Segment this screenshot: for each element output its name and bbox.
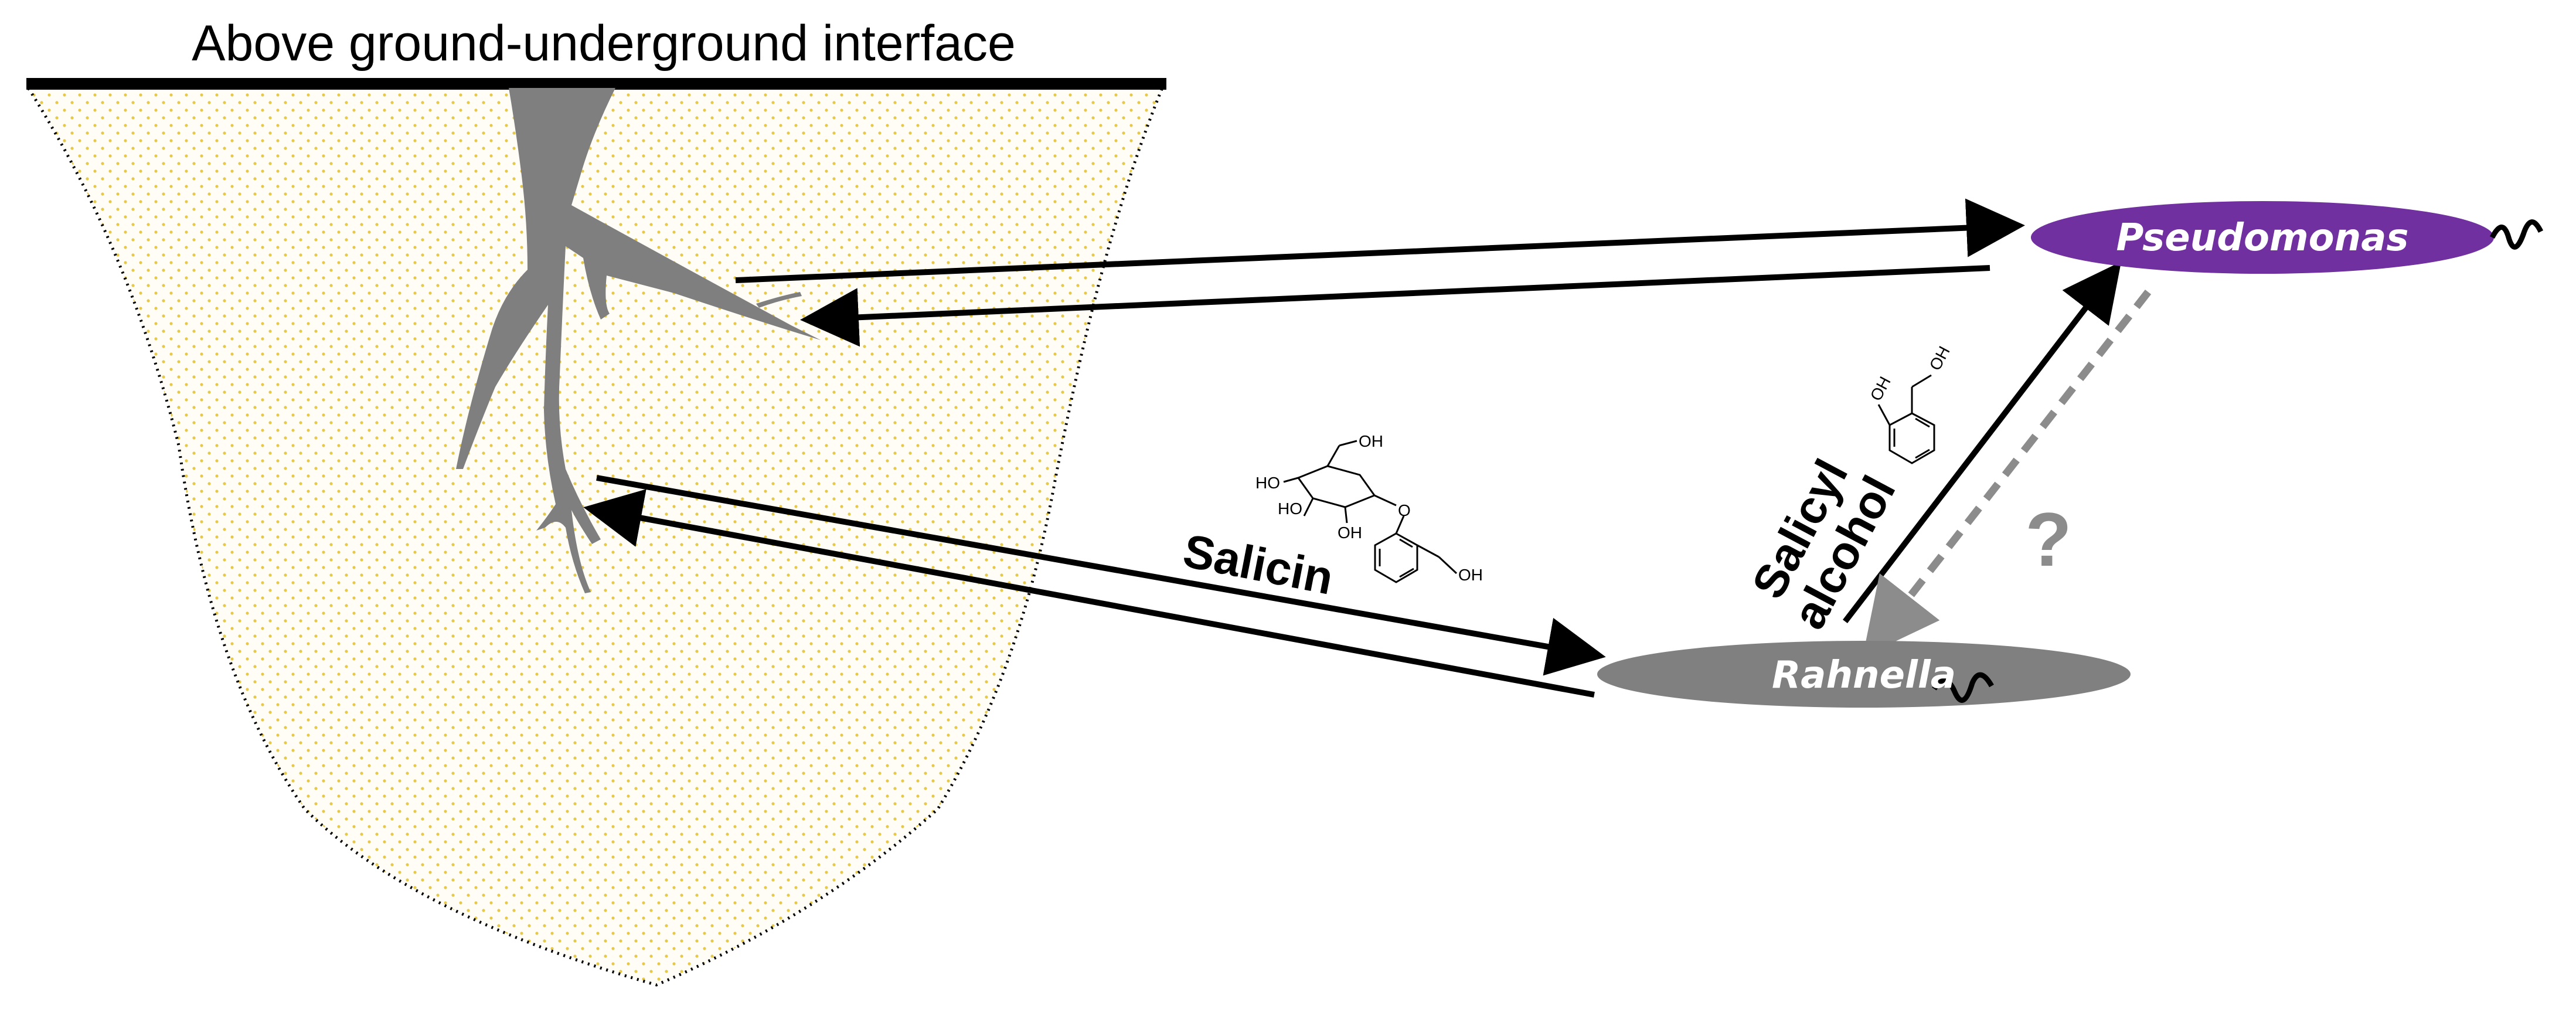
salicyl-alcohol-label: Salicyl alcohol <box>1742 451 1905 637</box>
svg-text:OH: OH <box>1926 343 1954 373</box>
plant-root <box>456 88 821 593</box>
arrow-root-to-rahnella <box>596 475 1606 676</box>
arrow-rahnella-to-root <box>583 489 1595 698</box>
interface-title: Above ground-underground interface <box>192 15 1016 72</box>
salicin-structure-icon <box>1283 440 1458 583</box>
svg-text:HO: HO <box>1278 499 1302 518</box>
dashed-arrow-pseudomonas-to-rahnella <box>1862 289 2152 657</box>
arrow-root-to-pseudomonas <box>735 198 2025 283</box>
arrow-rahnella-to-pseudomonas <box>1843 261 2122 624</box>
rahnella-cell: Rahnella <box>1597 641 2131 708</box>
salicyl-alcohol-atom-labels: OH OH <box>1867 343 1954 403</box>
pseudomonas-cell: Pseudomonas <box>2031 201 2544 274</box>
svg-text:OH: OH <box>1359 432 1383 450</box>
svg-text:OH: OH <box>1338 524 1362 542</box>
pseudomonas-label: Pseudomonas <box>2116 216 2409 260</box>
svg-text:O: O <box>1398 501 1411 519</box>
svg-text:OH: OH <box>1867 373 1894 404</box>
arrow-pseudomonas-to-root <box>800 265 1990 347</box>
rahnella-label: Rahnella <box>1772 654 1956 697</box>
unknown-interaction-question-mark: ? <box>2025 497 2071 582</box>
salicyl-alcohol-structure-icon <box>1877 374 1935 464</box>
svg-text:OH: OH <box>1458 566 1483 584</box>
svg-text:HO: HO <box>1255 474 1280 492</box>
salicin-atom-labels: OH HO HO OH O OH <box>1255 432 1483 584</box>
rahnella-flagellum <box>1932 672 1994 703</box>
pseudomonas-flagellum <box>2489 219 2544 250</box>
